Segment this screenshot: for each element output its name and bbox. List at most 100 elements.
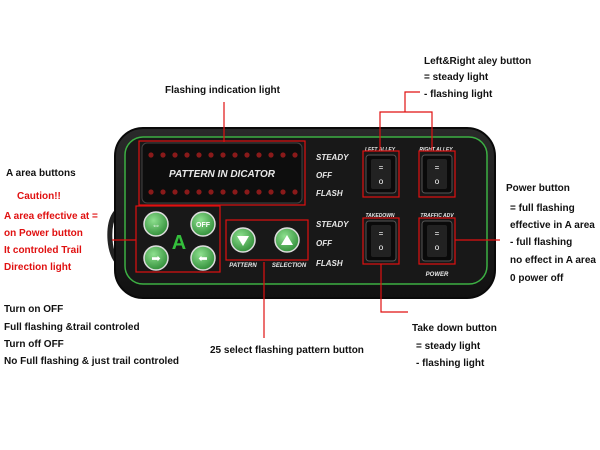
indicator-led: [280, 189, 286, 195]
double-arrow-icon: ⇔: [152, 220, 161, 230]
turn-on-line: Turn off OFF: [4, 339, 64, 350]
a-area-button-group: ⇔ OFF ➡ ⬅ A: [143, 211, 216, 271]
a-area-button-left[interactable]: [190, 245, 216, 271]
takedown-button-title: Take down button: [412, 323, 497, 334]
indicator-led: [184, 152, 190, 158]
lower-mode-steady: STEADY: [316, 220, 349, 229]
a-area-letter: A: [172, 232, 186, 254]
flashing-indication-label: Flashing indication light: [165, 85, 280, 96]
indicator-led: [292, 189, 298, 195]
switch-on-icon: =: [435, 229, 440, 238]
indicator-led-row-top: [148, 152, 298, 158]
takedown-rocker: [371, 225, 391, 257]
indicator-led: [160, 189, 166, 195]
triangle-down-icon: [237, 236, 249, 246]
indicator-led: [280, 152, 286, 158]
turn-on-line: Turn on OFF: [4, 304, 64, 315]
indicator-led: [184, 189, 190, 195]
upper-mode-flash: FLASH: [316, 189, 343, 198]
arrow-left-icon: ⬅: [198, 253, 207, 265]
caution-line: A area effective at =: [4, 211, 98, 222]
traffic-adv-label: TRAFFIC ADV: [420, 213, 454, 219]
power-line: - full flashing: [510, 237, 573, 248]
callout-box-takedown: [362, 217, 400, 265]
switch-on-icon: =: [379, 229, 384, 238]
takedown-label: TAKEDOWN: [365, 213, 394, 219]
callout-box-pattern: [225, 219, 309, 261]
takedown-steady-label: = steady light: [416, 341, 481, 352]
upper-mode-steady: STEADY: [316, 153, 349, 162]
alley-steady-label: = steady light: [424, 72, 489, 83]
left-alley-rocker: [371, 159, 391, 189]
callout-box-power: [418, 217, 456, 265]
indicator-led: [256, 152, 262, 158]
indicator-led: [172, 189, 178, 195]
callout-line-alley: [404, 91, 420, 104]
a-area-buttons-label: A area buttons: [6, 168, 76, 179]
caution-line: on Power button: [4, 228, 83, 239]
indicator-led-row-bottom: [148, 189, 298, 195]
arrow-right-icon: ➡: [151, 253, 160, 265]
takedown-flashing-label: - flashing light: [416, 358, 485, 369]
indicator-led: [232, 152, 238, 158]
right-alley-label: RIGHT ALLEY: [419, 147, 453, 153]
indicator-led: [220, 152, 226, 158]
indicator-led: [148, 189, 154, 195]
alley-flashing-label: - flashing light: [424, 89, 493, 100]
indicator-led: [244, 189, 250, 195]
switch-off-icon: o: [379, 243, 384, 252]
power-line: no effect in A area: [510, 255, 596, 266]
indicator-led: [196, 189, 202, 195]
pattern-label: PATTERN: [229, 263, 257, 269]
pattern-indicator-window: [141, 142, 303, 204]
alley-button-title: Left&Right aley button: [424, 56, 532, 67]
caution-line: It controled Trail: [4, 245, 82, 256]
indicator-led: [220, 189, 226, 195]
callout-box-right-alley: [418, 150, 456, 198]
a-area-button-off[interactable]: [190, 211, 216, 237]
callout-box-indication: [138, 140, 306, 206]
a-area-button-right[interactable]: [143, 245, 169, 271]
power-line: = full flashing: [510, 203, 575, 214]
callout-box-a-area: [135, 205, 221, 273]
switch-off-icon: o: [435, 177, 440, 186]
callout-bracket-alley: [379, 111, 433, 150]
switch-on-icon: =: [379, 163, 384, 172]
indicator-led: [208, 189, 214, 195]
callout-box-left-alley: [362, 150, 400, 198]
triangle-up-icon: [281, 235, 293, 245]
indicator-led: [148, 152, 154, 158]
indicator-led: [208, 152, 214, 158]
indicator-led: [292, 152, 298, 158]
indicator-led: [172, 152, 178, 158]
upper-mode-off: OFF: [316, 171, 333, 180]
lower-mode-flash: FLASH: [316, 259, 343, 268]
pattern-indicator-label: PATTERN IN DICATOR: [169, 169, 276, 180]
switch-on-icon: =: [435, 163, 440, 172]
selection-label: SELECTION: [272, 263, 307, 269]
select-pattern-label: 25 select flashing pattern button: [210, 345, 364, 356]
turn-on-line: Full flashing &trail controled: [4, 322, 140, 333]
lower-mode-off: OFF: [316, 239, 333, 248]
indicator-led: [268, 152, 274, 158]
switch-off-icon: o: [435, 243, 440, 252]
a-area-off-label: OFF: [196, 222, 211, 229]
turn-on-line: No Full flashing & just trail controled: [4, 356, 180, 367]
indicator-led: [268, 189, 274, 195]
power-line: effective in A area: [510, 220, 595, 231]
indicator-led: [244, 152, 250, 158]
caution-line: Direction light: [4, 262, 72, 273]
indicator-led: [196, 152, 202, 158]
switch-off-icon: o: [379, 177, 384, 186]
indicator-led: [160, 152, 166, 158]
power-rocker: [427, 225, 447, 257]
power-line: 0 power off: [510, 273, 564, 284]
callout-line-takedown: [380, 264, 408, 313]
a-area-button-hazard[interactable]: [143, 211, 169, 237]
right-alley-rocker: [427, 159, 447, 189]
indicator-led: [256, 189, 262, 195]
power-button-title: Power button: [506, 183, 570, 194]
indicator-led: [232, 189, 238, 195]
caution-label: Caution!!: [17, 191, 61, 202]
power-label: POWER: [426, 272, 449, 278]
